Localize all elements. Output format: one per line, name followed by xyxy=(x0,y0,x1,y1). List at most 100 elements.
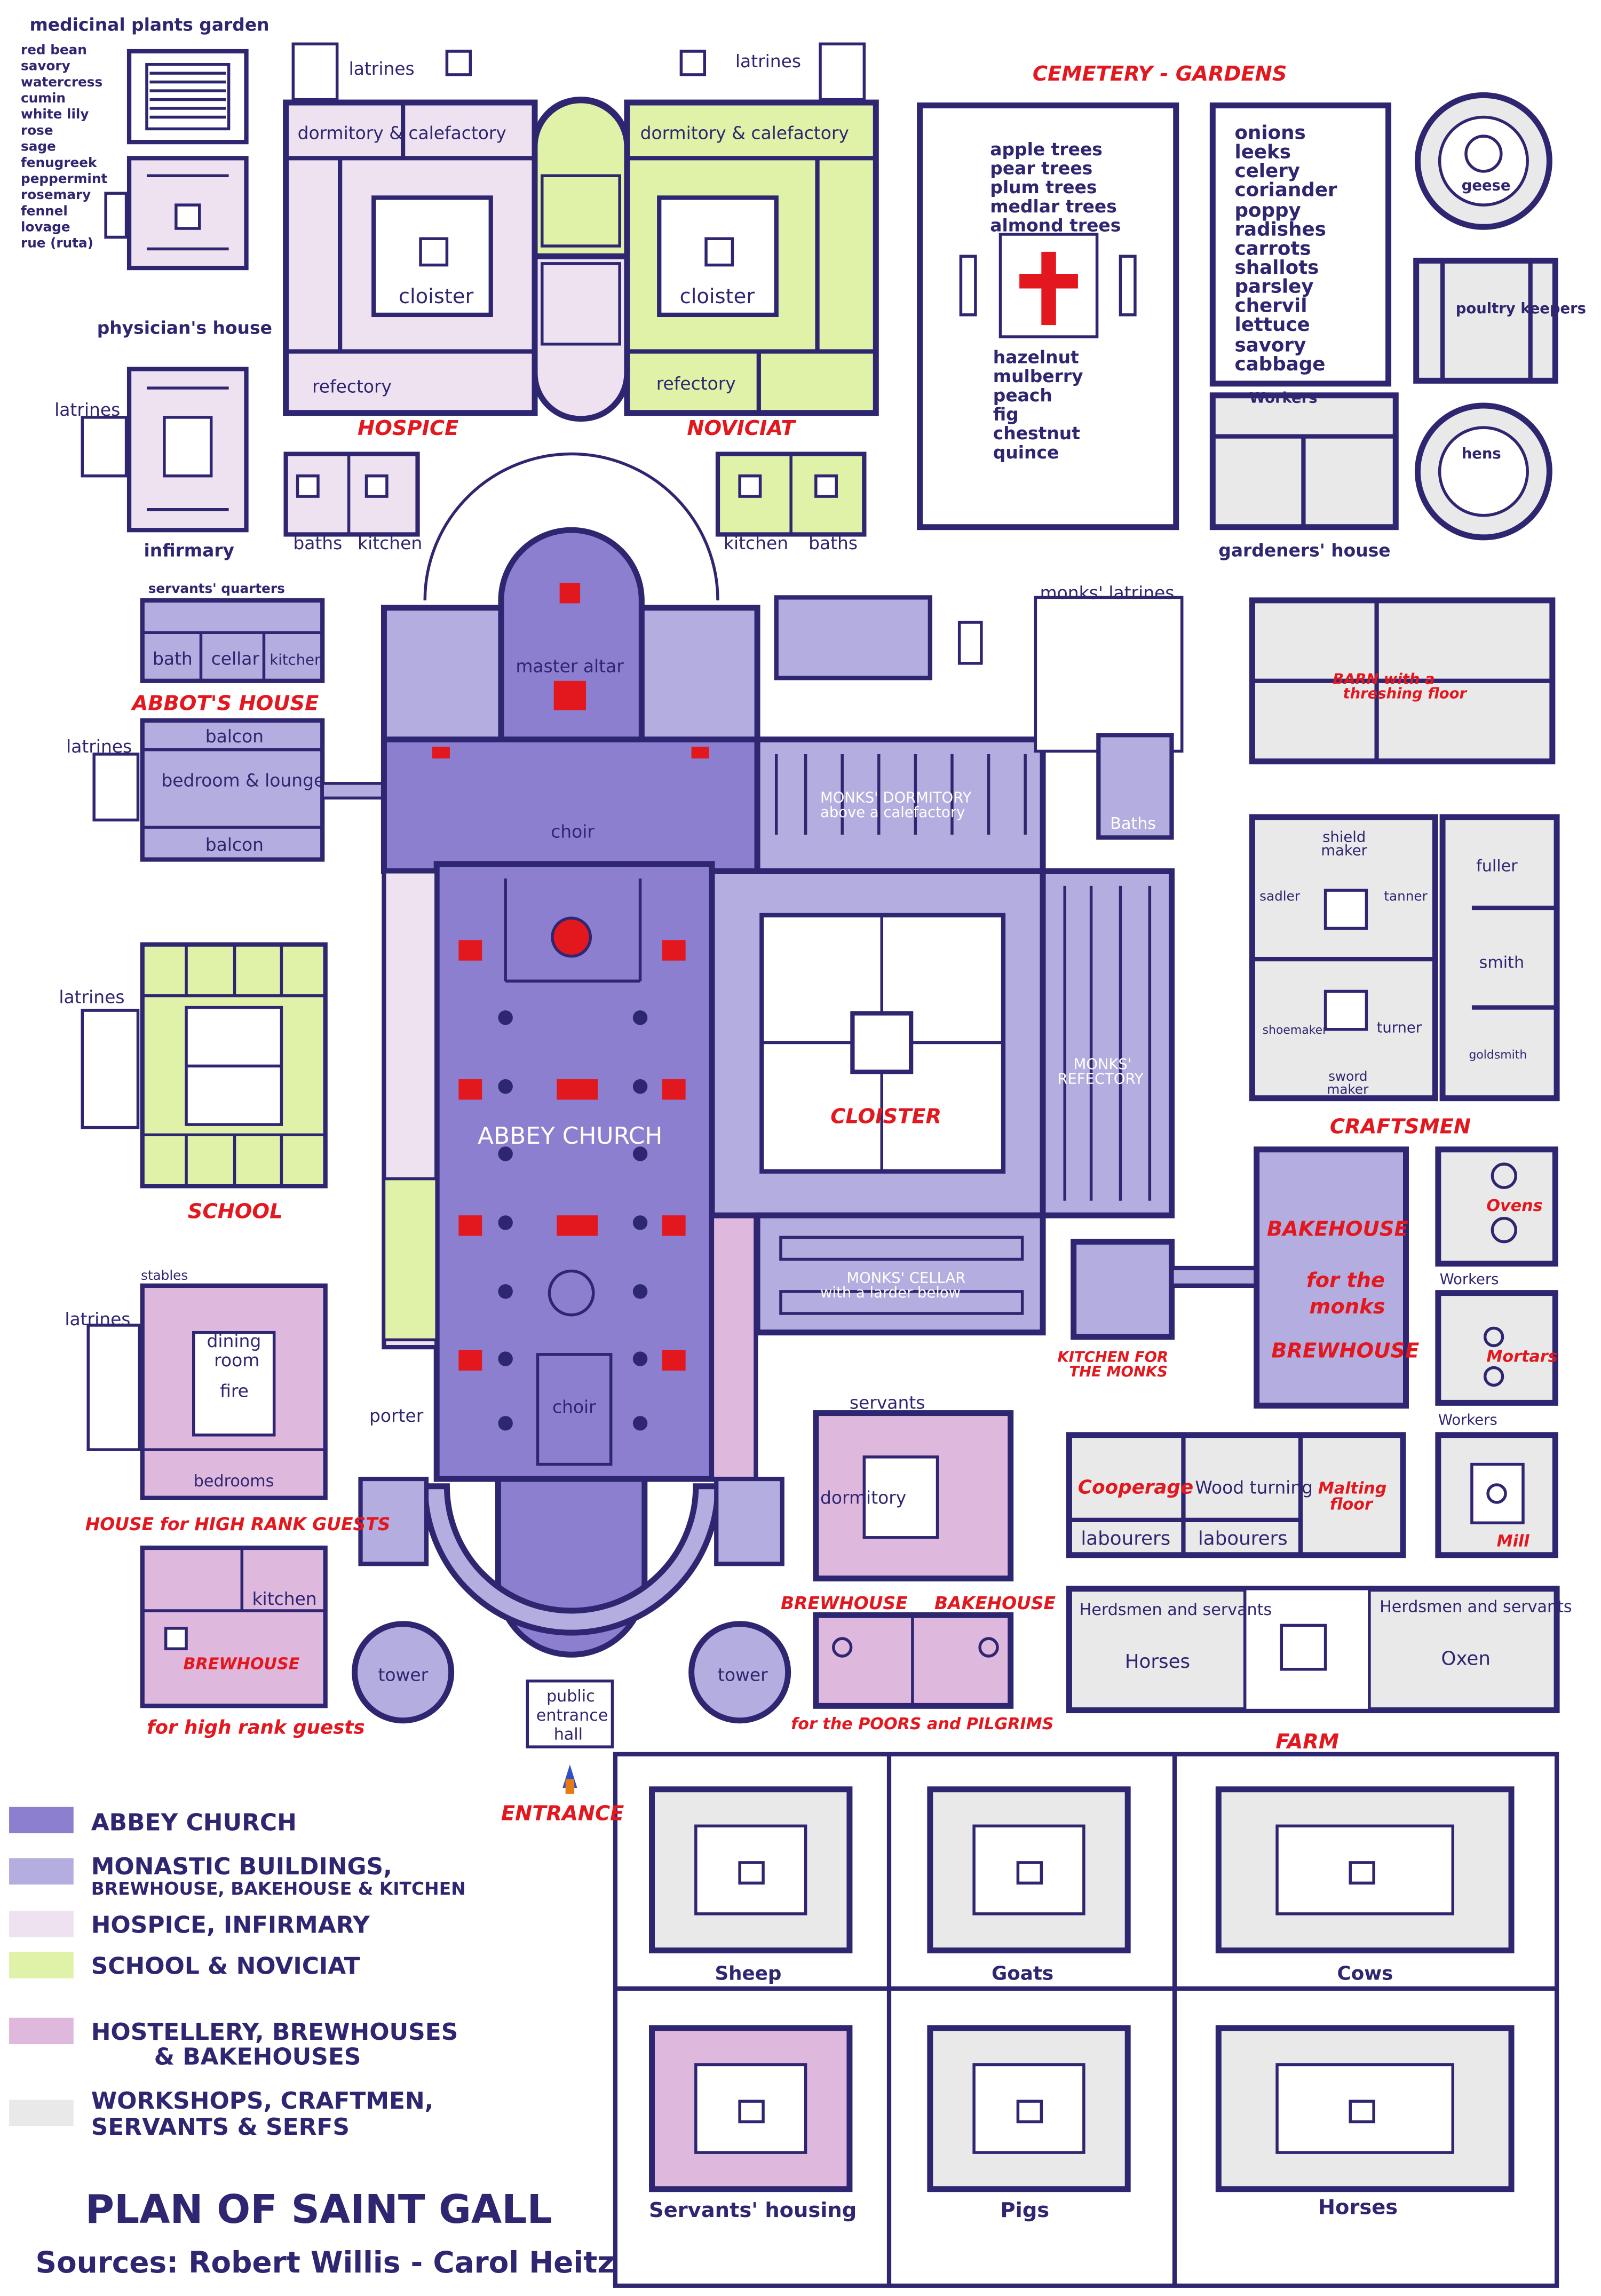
oxen-label: Oxen xyxy=(1441,1648,1491,1669)
mortars-workers-label: Workers xyxy=(1438,1412,1497,1429)
vegetable-item: shallots xyxy=(1234,257,1319,279)
barn xyxy=(1249,597,1556,765)
gardens-workers-label: Workers xyxy=(1249,390,1318,406)
cows-label: Cows xyxy=(1337,1962,1393,1984)
vegetable-item: savory xyxy=(1234,334,1306,356)
cooperage-woodturning-malting xyxy=(1066,1432,1406,1558)
vegetable-item: lettuce xyxy=(1234,314,1310,336)
plant-item: fenugreek xyxy=(21,155,97,170)
geese-label: geese xyxy=(1462,178,1511,194)
legend-swatch-hostellery xyxy=(9,2017,74,2045)
for-the-poors-label: for the POORS and PILGRIMS xyxy=(791,1715,1053,1733)
dining-room-label-2: room xyxy=(214,1350,259,1371)
vegetable-item: poppy xyxy=(1234,200,1301,221)
plant-item: lovage xyxy=(21,219,70,234)
cemetery-gardens-title: CEMETERY - GARDENS xyxy=(1033,62,1287,86)
abbot-latrines-label: latrines xyxy=(66,736,132,757)
legend-label-abbey-church: ABBEY CHURCH xyxy=(91,1809,297,1836)
refectory-tables xyxy=(1063,885,1152,1201)
craftsmen-workshops xyxy=(1249,814,1560,1102)
abbots-house-building xyxy=(92,718,386,862)
medicinal-garden-plot xyxy=(126,49,249,145)
tree-item: fig xyxy=(993,403,1019,424)
monks-dormitory-label-1: MONKS' DORMITORY xyxy=(820,790,972,806)
mortars-label: Mortars xyxy=(1486,1348,1557,1366)
high-rank-brewhouse-kitchen xyxy=(140,1545,328,1708)
shield-maker-label-1: shield xyxy=(1322,829,1366,846)
farm-label: FARM xyxy=(1275,1730,1339,1754)
abbey-church xyxy=(358,527,784,1658)
tree-item: peach xyxy=(993,385,1052,406)
vegetable-garden xyxy=(1209,102,1392,387)
hospice-kitchen-label: kitchen xyxy=(358,533,422,553)
horses-oxen-stable xyxy=(1066,1586,1560,1714)
public-entrance-label-2: entrance xyxy=(536,1706,608,1725)
shoemaker-label: shoemaker xyxy=(1263,1024,1328,1037)
school-building xyxy=(81,942,328,1189)
tree-item: plum trees xyxy=(990,177,1097,197)
tanner-label: tanner xyxy=(1384,888,1428,904)
legend-swatch-school xyxy=(9,1952,74,1978)
ovens-label: Ovens xyxy=(1486,1197,1542,1215)
plant-item: sage xyxy=(21,139,56,154)
noviciat-refectory-label: refectory xyxy=(656,373,736,394)
vegetable-item: coriander xyxy=(1234,179,1337,201)
west-tower-label: tower xyxy=(378,1665,428,1685)
plant-item: peppermint xyxy=(21,171,107,186)
tree-item: medlar trees xyxy=(990,196,1117,217)
smith-label: smith xyxy=(1479,954,1524,972)
vegetable-item: chervil xyxy=(1234,295,1307,316)
monks-refectory-label-2: REFECTORY xyxy=(1058,1071,1144,1087)
goats-fold xyxy=(927,1786,1131,1953)
abbot-balcon-top-label: balcon xyxy=(205,726,264,747)
sheep-fold xyxy=(649,1786,853,1953)
lower-choir-label: choir xyxy=(552,1397,596,1418)
wood-turning-label: Wood turning xyxy=(1195,1477,1313,1498)
stables-label: stables xyxy=(141,1268,188,1283)
tree-item: hazelnut xyxy=(993,346,1079,367)
hospice-cloister-label: cloister xyxy=(399,284,474,308)
upper-choir-label: choir xyxy=(551,821,595,842)
malting-floor-label-1: Malting xyxy=(1318,1479,1387,1498)
poors-pilgrims-brewhouse-bakehouse xyxy=(813,1612,1014,1709)
hospice-latrines-label: latrines xyxy=(349,58,415,79)
barn-label-1: BARN with a xyxy=(1333,671,1434,687)
medicinal-plant-list: red bean savory watercress cumin white l… xyxy=(21,42,107,251)
hens-pen xyxy=(1414,402,1552,541)
vegetable-item: onions xyxy=(1234,122,1305,144)
servants-quarters-building xyxy=(140,598,325,683)
fuller-label: fuller xyxy=(1476,857,1518,875)
vegetable-item: parsley xyxy=(1234,276,1313,298)
porter-label: porter xyxy=(369,1405,424,1426)
bedrooms-label: bedrooms xyxy=(194,1472,274,1491)
abbey-church-label: ABBEY CHURCH xyxy=(478,1122,662,1150)
abbot-kitchen-label: kitchen xyxy=(270,652,323,669)
hospice-baths-label: baths xyxy=(293,533,342,553)
for-the-label: for the xyxy=(1306,1269,1385,1293)
tree-item: almond trees xyxy=(990,215,1121,235)
turner-label: turner xyxy=(1377,1019,1422,1036)
monks-brewhouse-label: BREWHOUSE xyxy=(1271,1339,1419,1363)
servants-housing xyxy=(649,2025,853,2192)
ovens-workers-label: Workers xyxy=(1440,1271,1499,1288)
school-latrines-label: latrines xyxy=(59,986,124,1007)
sword-maker-label-1: sword xyxy=(1328,1068,1368,1084)
plant-item: red bean xyxy=(21,42,87,58)
nave-columns xyxy=(498,1010,648,1431)
noviciat-dormitory-label: dormitory & calefactory xyxy=(640,123,849,144)
monks-kitchen-label-1: KITCHEN FOR xyxy=(1058,1349,1169,1366)
poultry-keepers-house xyxy=(1413,257,1558,384)
monks-label: monks xyxy=(1309,1295,1385,1319)
sheep-label: Sheep xyxy=(715,1962,781,1984)
garden-beds xyxy=(145,62,231,131)
guests-latrines-label: latrines xyxy=(65,1309,130,1329)
legend-swatch-hospice xyxy=(9,1911,74,1937)
cows-fold xyxy=(1215,1786,1515,1953)
monks-cloister-complex xyxy=(709,595,1409,1409)
mill-building xyxy=(1435,1432,1558,1558)
master-altar-label: master altar xyxy=(516,655,624,676)
plant-item: watercress xyxy=(21,74,102,90)
poultry-keepers-label-1: poultry keepers xyxy=(1456,300,1586,317)
noviciat-cloister-label: cloister xyxy=(680,284,755,308)
barn-label-2: threshing floor xyxy=(1343,686,1468,702)
